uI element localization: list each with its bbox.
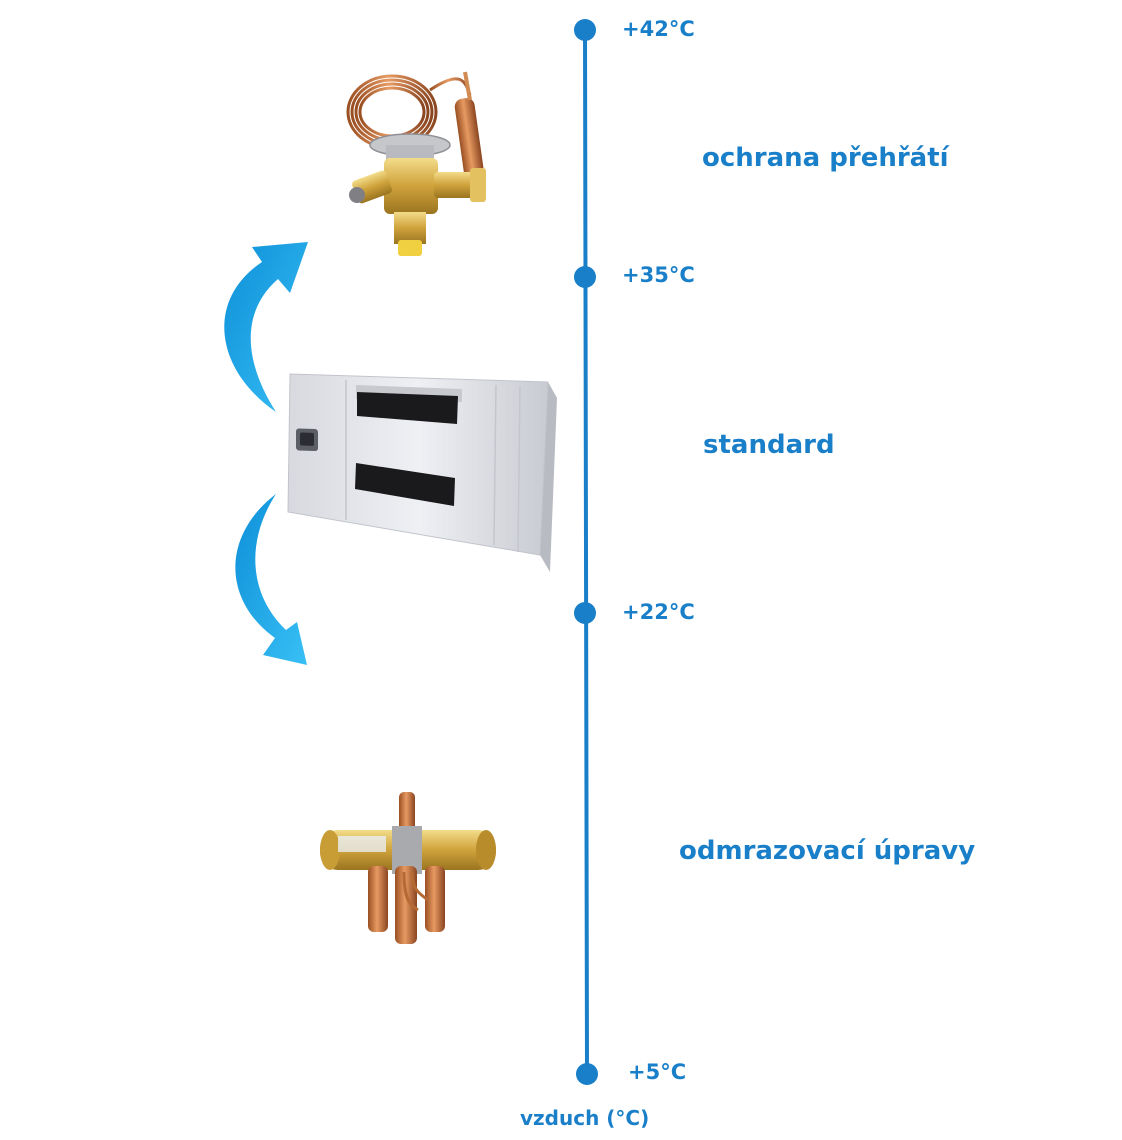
tick-label-42: +42°C: [622, 17, 695, 41]
temperature-axis: [574, 19, 598, 1085]
zone-label-overheat-protection: ochrana přehřátí: [702, 143, 949, 173]
axis-dot-22: [574, 602, 596, 624]
axis-dot-35: [574, 266, 596, 288]
arrow-curved-up-icon: [224, 242, 308, 412]
expansion-valve-icon: [346, 71, 486, 256]
indoor-unit-icon: [287, 373, 557, 572]
axis-label: vzduch (°C): [520, 1106, 650, 1130]
tick-label-5: +5°C: [628, 1060, 687, 1084]
tick-label-35: +35°C: [622, 263, 695, 287]
axis-dot-5: [576, 1063, 598, 1085]
zone-label-standard: standard: [703, 430, 835, 460]
axis-line: [583, 28, 589, 1076]
arrow-curved-down-icon: [235, 494, 307, 665]
zone-label-defrost: odmrazovací úpravy: [679, 836, 976, 866]
reversing-valve-icon: [320, 792, 496, 944]
tick-label-22: +22°C: [622, 600, 695, 624]
axis-dot-42: [574, 19, 596, 41]
